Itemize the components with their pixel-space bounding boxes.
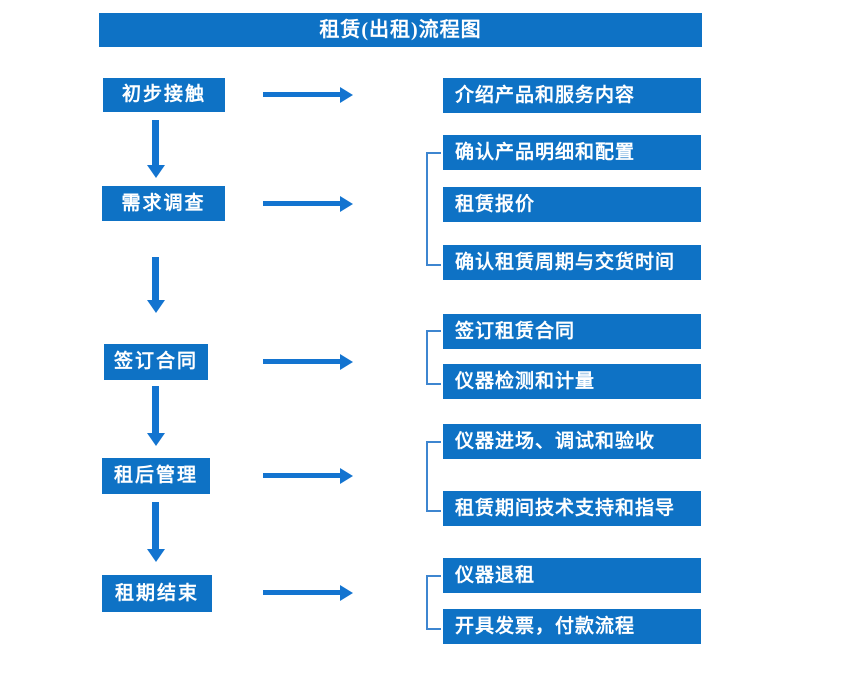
detail-box-instrument-return: 仪器退租 [443,558,701,593]
diagram-title: 租赁(出租)流程图 [99,13,702,47]
arrow-head [340,354,353,370]
stage-box-sign-contract: 签订合同 [104,344,208,380]
right-arrow-icon-1 [263,87,353,103]
detail-box-rental-quote: 租赁报价 [443,187,701,222]
arrow-shaft [152,120,159,166]
arrow-shaft [152,502,159,550]
stage-box-rental-end: 租期结束 [102,575,212,612]
stage-box-initial-contact: 初步接触 [103,78,225,112]
right-arrow-icon-2 [263,196,353,212]
detail-box-tech-support: 租赁期间技术支持和指导 [443,491,701,526]
arrow-shaft [263,92,341,97]
arrow-head [147,165,165,178]
detail-box-instrument-setup-acceptance: 仪器进场、调试和验收 [443,424,701,459]
detail-box-invoice-payment: 开具发票，付款流程 [443,609,701,644]
arrow-head [340,87,353,103]
detail-box-sign-rental-contract: 签订租赁合同 [443,314,701,349]
arrow-head [340,585,353,601]
arrow-shaft [152,386,159,434]
arrow-head [147,549,165,562]
group-bracket-demand-survey [426,152,441,266]
group-bracket-rental-end [426,575,441,630]
down-arrow-icon-1 [147,120,165,178]
right-arrow-icon-4 [263,468,353,484]
right-arrow-icon-5 [263,585,353,601]
down-arrow-icon-4 [147,502,165,562]
detail-box-introduce-products: 介绍产品和服务内容 [443,78,701,113]
arrow-head [340,468,353,484]
stage-box-demand-survey: 需求调查 [102,186,225,221]
arrow-head [340,196,353,212]
arrow-shaft [263,359,341,364]
detail-box-confirm-product-config: 确认产品明细和配置 [443,135,701,170]
arrow-head [147,433,165,446]
right-arrow-icon-3 [263,354,353,370]
group-bracket-sign-contract [426,330,441,385]
arrow-shaft [263,590,341,595]
arrow-head [147,300,165,313]
group-bracket-post-rental [426,441,441,512]
down-arrow-icon-2 [147,257,165,313]
arrow-shaft [263,473,341,478]
arrow-shaft [152,257,159,301]
arrow-shaft [263,201,341,206]
detail-box-confirm-period-delivery: 确认租赁周期与交货时间 [443,245,701,280]
detail-box-instrument-testing: 仪器检测和计量 [443,364,701,399]
down-arrow-icon-3 [147,386,165,446]
stage-box-post-rental-management: 租后管理 [102,458,210,494]
